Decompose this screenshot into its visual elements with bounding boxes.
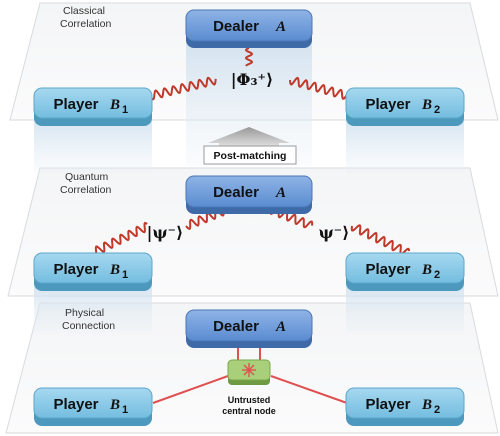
player1-index-physical: 1 [122,404,128,416]
player2-node-quantum: Player B 2 [345,252,465,291]
dealer-label-physical: Dealer [213,318,259,335]
state-quantum-right: ψ⁻⟩ [319,223,350,242]
layer-label-classical-2: Correlation [60,18,112,30]
player2-symbol-quantum: B [421,262,432,278]
player1-symbol-physical: B [109,397,120,413]
wave-quantum-right-lower [350,224,410,256]
dealer-symbol-classical: A [275,19,286,35]
dealer-node-physical: Dealer A [185,309,313,348]
post-matching-arrow: Post-matching [203,127,297,165]
player1-index-classical: 1 [122,104,128,116]
layer-label-quantum-2: Correlation [60,184,112,196]
dealer-label-quantum: Dealer [213,184,259,201]
post-matching-label: Post-matching [214,150,287,162]
dealer-node-quantum: Dealer A [185,175,313,214]
player1-label-quantum: Player [53,261,98,278]
player2-index-physical: 2 [434,404,440,416]
dealer-node-classical: Dealer A [185,9,313,48]
player1-index-quantum: 1 [122,269,128,281]
state-quantum-left: |ψ⁻⟩ [147,223,184,242]
player2-node-classical: Player B 2 [345,87,465,126]
wave-quantum-left-lower [91,221,148,257]
layer-label-quantum-1: Quantum [65,171,108,183]
player1-label-classical: Player [53,96,98,113]
player1-node-quantum: Player B 1 [33,252,153,291]
physical-links [152,341,348,404]
wave-classical-left [149,76,217,101]
player1-symbol-classical: B [109,97,120,113]
player1-symbol-quantum: B [109,262,120,278]
wave-classical-right [289,76,350,100]
player1-node-classical: Player B 1 [33,87,153,126]
layer-label-physical-2: Connection [62,320,115,332]
beam-player1-mid [34,283,152,333]
beam-player1-top [34,118,152,173]
player1-label-physical: Player [53,396,98,413]
dealer-symbol-quantum: A [275,185,286,201]
player2-symbol-classical: B [421,97,432,113]
dealer-label-classical: Dealer [213,18,259,35]
player2-label-physical: Player [365,396,410,413]
player2-label-classical: Player [365,96,410,113]
player2-node-physical: Player B 2 [345,387,465,426]
state-classical: |Φ₃⁺⟩ [231,70,274,89]
player2-symbol-physical: B [421,397,432,413]
player2-index-classical: 2 [434,104,440,116]
central-node [227,359,271,385]
laser-burst-icon [242,363,256,377]
player1-node-physical: Player B 1 [33,387,153,426]
beam-player2-top [346,118,464,173]
beam-player2-mid [346,283,464,333]
player2-index-quantum: 2 [434,269,440,281]
central-node-label-1: Untrusted [228,395,271,405]
layer-label-classical-1: Classical [63,5,105,17]
central-node-label-2: central node [222,406,276,416]
player2-label-quantum: Player [365,261,410,278]
layer-label-physical-1: Physical [65,307,104,319]
dealer-symbol-physical: A [275,319,286,335]
wave-classical-up [244,47,254,67]
